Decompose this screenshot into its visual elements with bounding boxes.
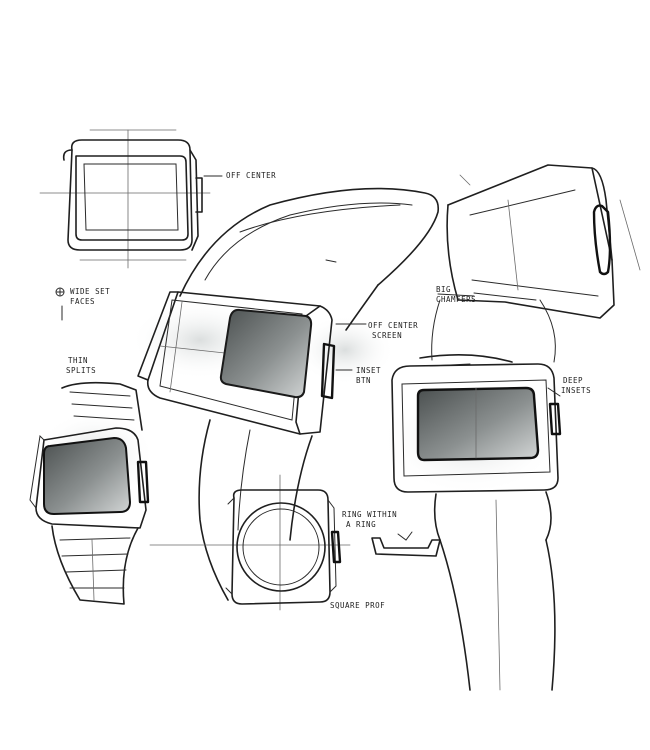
leader-line bbox=[437, 293, 475, 297]
note-deep-insets-2: INSETS bbox=[561, 386, 592, 395]
marker-wash bbox=[295, 315, 395, 385]
perspective-watch-sketch bbox=[137, 187, 440, 601]
chamfer-view-sketch bbox=[446, 164, 641, 319]
note-off-center: OFF CENTER bbox=[226, 171, 277, 180]
star-bullet-icon bbox=[56, 288, 64, 296]
note-deep-insets-1: DEEP bbox=[563, 376, 584, 385]
note-big-chamfers-1: BIG bbox=[436, 285, 452, 294]
note-square-prof: SQUARE PROF bbox=[330, 601, 386, 610]
note-off-center-screen-2: SCREEN bbox=[372, 331, 403, 340]
note-thin-splits-1: THIN bbox=[68, 356, 89, 365]
star-bullet-icon bbox=[55, 287, 65, 297]
note-inset-btn-1: INSET bbox=[356, 366, 382, 375]
note-off-center-screen-1: OFF CENTER bbox=[368, 321, 419, 330]
leader-line bbox=[547, 387, 561, 397]
bracelet-watch-sketch bbox=[29, 381, 150, 605]
note-ring-within-2: A RING bbox=[346, 520, 377, 529]
note-wide-set-1: WIDE SET bbox=[70, 287, 111, 296]
note-ring-within-1: RING WITHIN bbox=[342, 510, 398, 519]
round-screen-sketch bbox=[149, 474, 441, 611]
deep-inset-watch-sketch bbox=[391, 299, 562, 691]
note-wide-set-2: FACES bbox=[70, 297, 96, 306]
note-thin-splits-2: SPLITS bbox=[66, 366, 97, 375]
note-big-chamfers-2: CHAMFERS bbox=[436, 295, 477, 304]
note-inset-btn-2: BTN bbox=[356, 376, 372, 385]
front-view-sketch bbox=[39, 129, 223, 269]
